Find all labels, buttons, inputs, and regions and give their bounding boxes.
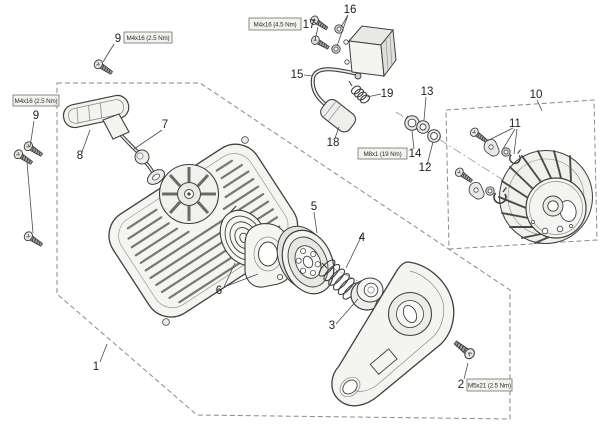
callout-2: 2 [458,379,464,391]
ignition-coil-assembly [308,14,397,133]
callout-8: 8 [77,150,83,162]
coil-return-spring [348,80,371,104]
callout-13: 13 [421,86,434,98]
coil-screw-b [309,34,332,53]
torque-box-ignition-screws: M4x16 (4.5 Nm) [248,17,302,31]
callout-7: 7 [162,119,168,131]
callout-10: 10 [530,89,543,101]
callout-15: 15 [291,69,304,81]
callout-18: 18 [327,137,340,149]
rope-ball-grommet [134,149,150,165]
flywheel-box [445,99,598,250]
callout-12: 12 [419,162,432,174]
washer-12 [427,129,441,143]
torque-box-cover-screw: M5x21 (2.5 Nm) [466,378,513,392]
starter-cover [331,261,455,407]
flywheel [498,150,593,244]
callout-14: 14 [409,148,422,160]
callout-11: 11 [509,118,521,130]
starter-pulley [276,225,335,295]
starter-housing [108,136,307,326]
housing-hub [158,163,220,225]
torque-label: M4x16 (4.5 Nm) [253,22,296,29]
housing-screws [12,57,115,250]
callout-1: 1 [93,361,99,373]
torque-box-handle-screw: M4x16 (2.5 Nm) [123,31,173,44]
starter-rope [119,133,166,185]
callout-9-top: 9 [115,33,121,45]
callout-9-left: 9 [33,110,39,122]
callout-16: 16 [344,4,357,16]
return-spring [318,259,360,300]
spark-plug-boot [320,98,357,133]
callout-17: 17 [303,19,316,31]
torque-label: M4x16 (2.5 Nm) [14,98,57,105]
cover-screw [451,337,477,362]
washer-13 [416,120,430,134]
callout-19: 19 [381,88,394,100]
leader-lines [26,14,543,380]
callout-6: 6 [216,285,222,297]
torque-box-flywheel-nut: M8x1 (19 Nm) [357,147,408,160]
torque-label: M8x1 (19 Nm) [363,151,401,158]
callout-labels: 1 2 3 4 5 6 7 8 9 9 10 11 12 13 14 15 16… [33,4,543,391]
torque-label: M4x16 (2.5 Nm) [126,35,169,42]
starter-assembly-boundary [56,82,511,420]
flywheel-fins [498,150,572,244]
torque-label: M5x21 (2.5 Nm) [468,383,511,390]
ignition-module [343,25,397,80]
callout-4: 4 [359,232,366,244]
torque-box-housing-screws: M4x16 (2.5 Nm) [12,94,60,107]
callout-5: 5 [311,201,317,213]
cooling-fins [126,159,281,304]
starter-handle [62,94,130,140]
coil-washer-b [331,44,341,54]
callout-3: 3 [329,320,335,332]
